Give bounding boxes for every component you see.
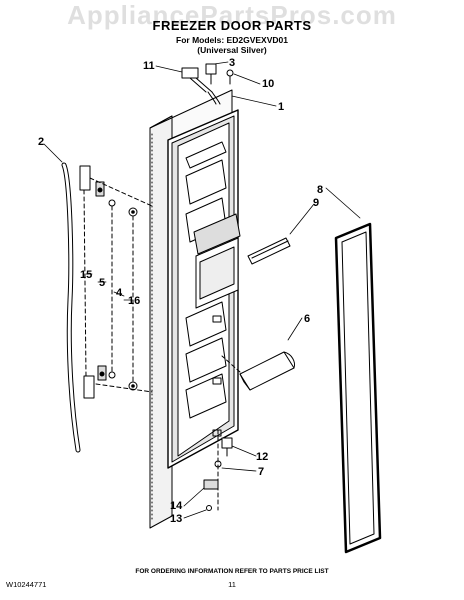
callout-8: 8 — [317, 184, 323, 196]
screw-10 — [226, 69, 234, 85]
washer-lower — [128, 381, 138, 391]
hinge-bracket — [203, 479, 219, 490]
document-number: W10244771 — [6, 580, 47, 589]
washer-upper — [128, 207, 138, 217]
callout-labels: 1 2 3 4 5 6 7 8 9 10 11 12 13 14 15 16 — [38, 57, 323, 525]
callout-14: 14 — [170, 500, 183, 512]
screw-lower — [108, 371, 116, 379]
assembly-line-bin — [221, 355, 241, 373]
callout-3: 3 — [229, 57, 235, 69]
hinge-screw — [206, 505, 212, 511]
callout-15: 15 — [80, 269, 92, 281]
page-number: 11 — [228, 580, 236, 589]
callout-13: 13 — [170, 513, 182, 525]
callout-10: 10 — [262, 78, 274, 90]
color-line: (Universal Silver) — [197, 45, 267, 55]
callout-16: 16 — [128, 295, 140, 307]
callout-5: 5 — [99, 277, 105, 289]
door-rail — [247, 237, 291, 265]
hinge-bushing — [205, 63, 217, 85]
bottom-hinge-pin — [221, 437, 233, 457]
callout-9: 9 — [313, 197, 319, 209]
callout-12: 12 — [256, 451, 268, 463]
callout-1: 1 — [278, 101, 284, 113]
handle-bracket-lower — [83, 365, 107, 399]
callout-6: 6 — [304, 313, 310, 325]
callout-2: 2 — [38, 136, 44, 148]
callout-11: 11 — [143, 60, 155, 72]
screw-upper — [108, 199, 116, 207]
callout-7: 7 — [258, 466, 264, 478]
leader-lines — [43, 61, 361, 519]
callout-4: 4 — [116, 287, 123, 299]
door-bin — [239, 351, 295, 391]
wire-harness — [181, 67, 221, 105]
models-line: For Models: ED2GVEXVD01 — [176, 35, 288, 45]
door-handle — [61, 162, 81, 453]
page-title: FREEZER DOOR PARTS — [152, 18, 312, 33]
freezer-door — [149, 89, 241, 529]
watermark: AppliancePartsPros.com — [67, 0, 397, 30]
ordering-note: FOR ORDERING INFORMATION REFER TO PARTS … — [135, 568, 329, 575]
assembly-lines-handle — [83, 177, 153, 393]
door-gasket — [334, 222, 382, 554]
